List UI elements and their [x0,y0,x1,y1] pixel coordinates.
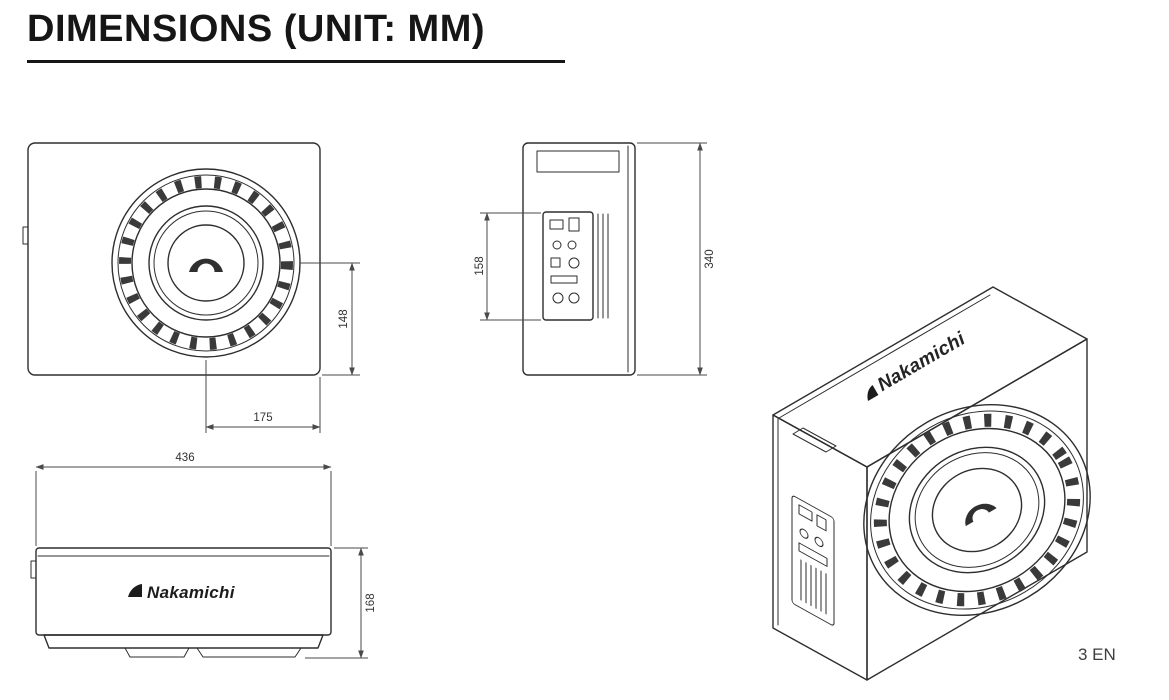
front-view: 148 175 [22,142,360,433]
iso-handle-slot [792,427,837,453]
iso-speaker [863,404,1091,616]
brand-logo-text: Nakamichi [147,583,236,602]
dim-edge-height: 168 [305,547,377,659]
page-number: 3 EN [1078,645,1116,664]
dim-label-edge-width: 436 [175,452,194,464]
dim-label-front-width: 175 [253,412,272,424]
brand-logo-text-top: Nakamichi [874,328,969,396]
title-underline [27,60,565,63]
brand-logo-front: Nakamichi [128,583,236,602]
side-control-panel [542,211,609,321]
foot-left [124,647,190,658]
dim-side-height: 340 [637,142,716,376]
iso-control-panel [791,495,835,626]
dim-side-panel: 158 [474,212,541,321]
speaker-gear-ring [119,176,293,350]
iso-front-face [772,414,868,681]
dim-label-side-panel: 158 [474,256,486,275]
brand-glyph-center [189,258,223,272]
dim-label-front-height: 148 [338,309,350,328]
front-left-tab [22,226,29,245]
speaker-front [111,168,301,358]
front-edge-view: 436 Nakamichi 168 [30,452,377,659]
front-outline [27,142,321,376]
brand-glyph-icon [128,584,142,597]
isometric-view: Nakamichi [772,286,1091,681]
side-handle-slot [536,150,620,173]
side-outline [522,142,636,376]
side-view: 158 340 [474,142,716,376]
brand-glyph-iso-center [965,503,997,527]
iso-speaker-face [866,338,1088,681]
brand-logo-top: Nakamichi [867,328,969,401]
edge-left-tab [30,560,37,579]
dim-edge-width: 436 [35,452,332,546]
dim-label-edge-height: 168 [365,593,377,612]
brand-glyph-icon-top [867,385,879,401]
dim-label-side-height: 340 [704,249,716,268]
iso-speaker-gear-ring [873,413,1081,607]
dim-front-height: 148 [300,262,360,376]
dim-front-width: 175 [205,360,321,433]
edge-base-strip [43,634,324,649]
page-title: DIMENSIONS (UNIT: MM) [27,8,486,50]
foot-right [196,647,302,658]
